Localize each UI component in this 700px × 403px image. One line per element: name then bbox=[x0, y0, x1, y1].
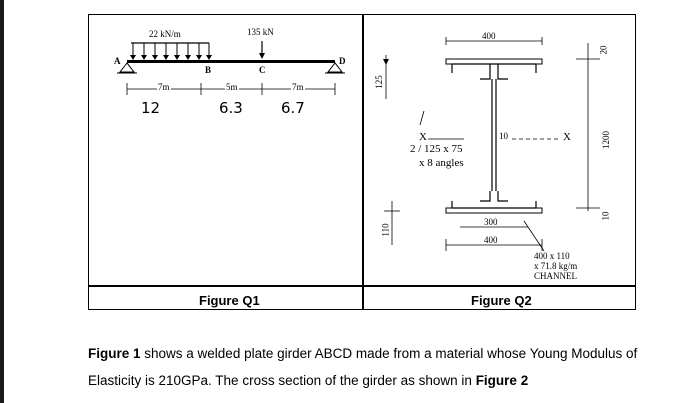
figure-q2-caption: Figure Q2 bbox=[471, 293, 532, 308]
depth-label: 1200 bbox=[601, 131, 611, 149]
channel-spec-line3: CHANNEL bbox=[534, 271, 577, 281]
question-paragraph: Figure 1 shows a welded plate girder ABC… bbox=[88, 340, 648, 394]
angle-spec-line2: x 8 angles bbox=[419, 157, 464, 169]
left-edge-bar bbox=[0, 0, 4, 403]
top-width-label: 400 bbox=[482, 31, 496, 41]
span-cd-label: 7m bbox=[291, 82, 305, 92]
handwritten-ab: 12 bbox=[141, 99, 161, 117]
point-d-label: D bbox=[339, 56, 346, 66]
flange-thickness-label: 20 bbox=[598, 45, 609, 55]
figure-2-ref: Figure 2 bbox=[475, 373, 529, 388]
girder-cross-section bbox=[383, 37, 600, 252]
point-a-label: A bbox=[114, 56, 121, 66]
point-b-label: B bbox=[205, 65, 212, 75]
figure-1-ref: Figure 1 bbox=[88, 346, 141, 361]
handwritten-bc: 6.3 bbox=[219, 99, 243, 117]
paragraph-body: shows a welded plate girder ABCD made fr… bbox=[88, 346, 638, 388]
outer-width-label: 400 bbox=[484, 235, 498, 245]
channel-spec-line1: 400 x 110 bbox=[534, 251, 570, 261]
channel-depth-label: 110 bbox=[380, 223, 391, 237]
point-c-label: C bbox=[259, 65, 266, 75]
inner-width-label: 300 bbox=[484, 217, 498, 227]
table-divider-vertical bbox=[362, 15, 364, 309]
udl-label: 22 kN/m bbox=[149, 29, 181, 39]
channel-spec-line2: x 71.8 kg/m bbox=[534, 261, 578, 271]
figure-table: 22 kN/m 135 kN A B C D 7m 5m 7m 12 6.3 6… bbox=[88, 14, 636, 310]
point-load-label: 135 kN bbox=[247, 27, 274, 37]
axis-x-left-label: X bbox=[419, 131, 427, 143]
web-thickness-label: 10 bbox=[499, 131, 508, 141]
angle-spec-line1: 2 / 125 x 75 bbox=[410, 143, 463, 155]
span-bc-label: 5m bbox=[225, 82, 239, 92]
angle-leg-label: 125 bbox=[373, 75, 384, 89]
handwritten-cd: 6.7 bbox=[281, 99, 305, 117]
figure-q1-caption: Figure Q1 bbox=[199, 293, 260, 308]
axis-x-right-label: X bbox=[563, 131, 571, 143]
beam-diagram bbox=[117, 41, 345, 95]
table-divider-horizontal bbox=[89, 285, 635, 287]
span-ab-label: 7m bbox=[157, 82, 171, 92]
bottom-plate-thickness-label: 10 bbox=[600, 211, 611, 221]
